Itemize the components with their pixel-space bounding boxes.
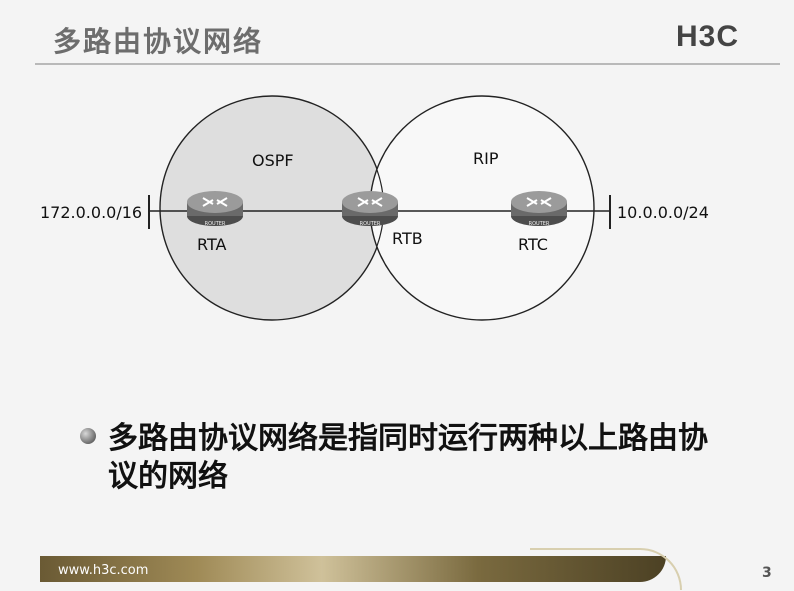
title-divider bbox=[35, 63, 780, 65]
router-name-rtc: RTC bbox=[518, 235, 548, 254]
router-icon-label: ROUTER bbox=[205, 221, 226, 227]
footer-sweep-decoration bbox=[530, 548, 682, 590]
router-rtc-icon: ROUTER bbox=[511, 191, 567, 227]
router-name-rta: RTA bbox=[197, 235, 226, 254]
router-rta-icon: ROUTER bbox=[187, 191, 243, 227]
network-label-right: 10.0.0.0/24 bbox=[617, 203, 709, 222]
router-name-rtb: RTB bbox=[392, 229, 423, 248]
h3c-logo: H3C bbox=[676, 20, 740, 53]
router-icon-label: ROUTER bbox=[529, 221, 550, 227]
network-label-left: 172.0.0.0/16 bbox=[40, 203, 142, 222]
area-label-ospf: OSPF bbox=[252, 151, 294, 170]
page-number: 3 bbox=[762, 565, 772, 581]
bullet-text: 多路由协议网络是指同时运行两种以上路由协议的网络 bbox=[108, 421, 708, 494]
area-label-rip: RIP bbox=[473, 149, 499, 168]
bullet-icon bbox=[80, 428, 96, 444]
slide-title: 多路由协议网络 bbox=[53, 25, 264, 58]
footer-site-link[interactable]: www.h3c.com bbox=[58, 563, 149, 578]
router-icon-label: ROUTER bbox=[360, 221, 381, 227]
router-rtb-icon: ROUTER bbox=[342, 191, 398, 227]
